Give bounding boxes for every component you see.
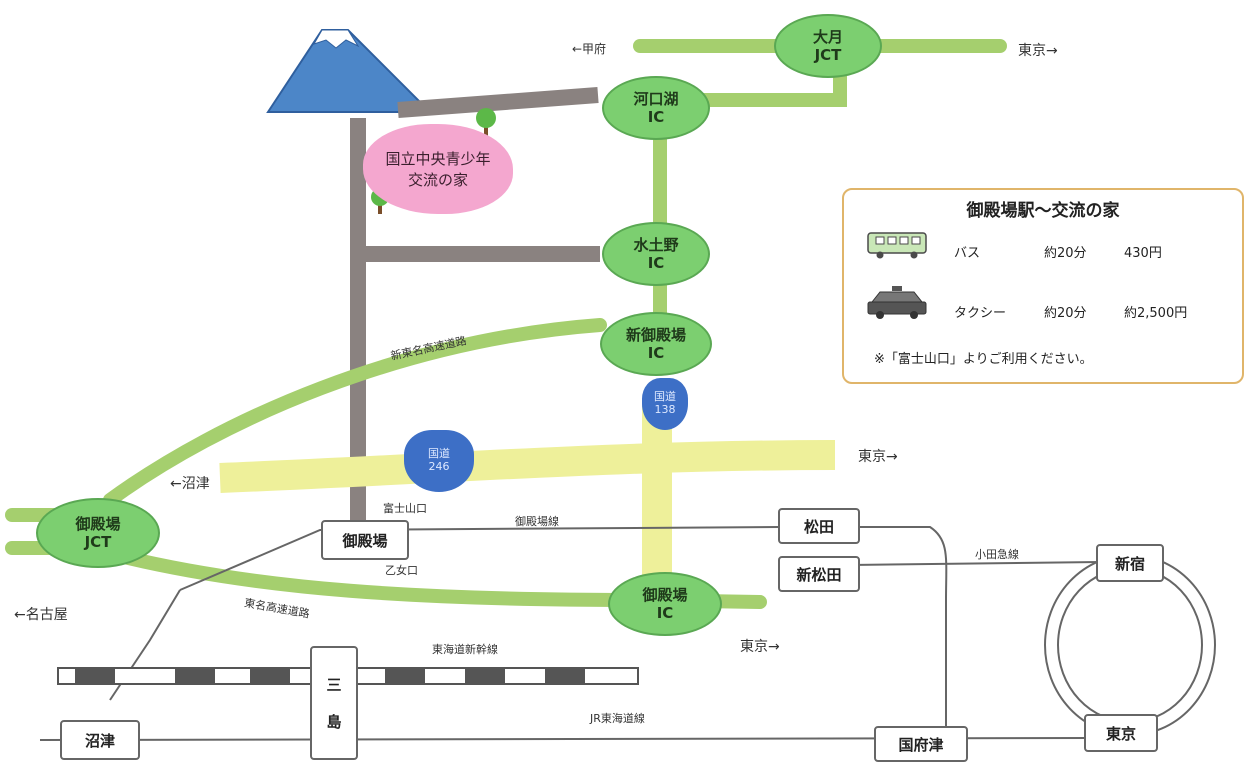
facility-name-line1: 国立中央青少年	[385, 150, 491, 168]
bus-mode: バス	[954, 246, 981, 261]
ic-type: IC	[656, 604, 674, 622]
station-shin-matsuda: 新松田	[778, 556, 860, 592]
facility-name-line2: 交流の家	[407, 171, 468, 189]
station-matsuda: 松田	[778, 508, 860, 544]
ic-name: 河口湖	[633, 90, 679, 108]
ic-type: IC	[647, 254, 665, 272]
ic-type: JCT	[84, 533, 112, 551]
label-jr-tokaido: JR東海道線	[590, 712, 645, 725]
gotemba-ic: 御殿場 IC	[608, 572, 722, 636]
shin-gotemba-ic: 新御殿場 IC	[600, 312, 712, 376]
direction-numazu: ←沼津	[170, 476, 210, 492]
taxi-fare: 約2,500円	[1124, 306, 1188, 321]
railways	[39, 526, 1216, 741]
legend-note: ※「富士山口」よりご利用ください。	[874, 352, 1093, 367]
station-kozu: 国府津	[874, 726, 968, 762]
bus-fare: 430円	[1124, 246, 1162, 261]
legend-title: 御殿場駅～交流の家	[966, 201, 1120, 221]
route-138-shield: 国道 138	[642, 378, 688, 430]
station-shinjuku: 新宿	[1096, 544, 1164, 582]
ic-name: 新御殿場	[625, 326, 686, 344]
direction-tokyo-top: 東京→	[1018, 43, 1058, 59]
suwano-ic: 水土野 IC	[602, 222, 710, 286]
taxi-mode: タクシー	[954, 306, 1007, 321]
taxi-time: 約20分	[1044, 306, 1087, 321]
shield-number: 246	[428, 460, 450, 473]
ic-type: IC	[647, 344, 665, 362]
shield-number: 138	[654, 403, 676, 416]
bus-time: 約20分	[1044, 246, 1087, 261]
direction-kofu: ←甲府	[572, 42, 607, 56]
label-fujiyamaguchi: 富士山口	[383, 502, 427, 515]
otsuki-jct: 大月 JCT	[774, 14, 882, 78]
label-otomeguchi: 乙女口	[385, 564, 418, 577]
facility-area: 国立中央青少年 交流の家	[363, 124, 513, 214]
national-roads	[219, 400, 836, 585]
station-gotemba: 御殿場	[321, 520, 409, 560]
station-tokyo: 東京	[1084, 714, 1158, 752]
access-legend: 御殿場駅～交流の家 バス 約20分 430円 タクシー 約20分 約2,500円…	[842, 188, 1244, 384]
mount-fuji-icon	[266, 29, 433, 113]
station-mishima: 三 島	[310, 646, 358, 760]
ic-name: 御殿場	[75, 515, 121, 533]
ic-name: 御殿場	[642, 586, 688, 604]
station-mishima-char1: 三	[326, 676, 342, 694]
ic-name: 大月	[812, 28, 843, 46]
station-mishima-char2: 島	[326, 713, 342, 731]
direction-tokyo-246: 東京→	[858, 449, 898, 465]
ic-type: IC	[647, 108, 665, 126]
direction-nagoya: ←名古屋	[14, 607, 68, 623]
ic-type: JCT	[814, 46, 842, 64]
shield-label: 国道	[654, 390, 676, 404]
label-gotemba-line: 御殿場線	[515, 515, 559, 528]
station-numazu: 沼津	[60, 720, 140, 760]
shield-label: 国道	[428, 447, 450, 461]
ic-name: 水土野	[633, 236, 679, 254]
label-shinkansen: 東海道新幹線	[432, 643, 498, 656]
route-246-shield: 国道 246	[404, 430, 474, 492]
gotemba-jct: 御殿場 JCT	[36, 498, 160, 568]
label-odakyu: 小田急線	[975, 548, 1019, 561]
direction-tokyo-tomei: 東京→	[740, 639, 780, 655]
taxi-icon	[867, 286, 927, 319]
local-roads	[350, 87, 600, 520]
bus-icon	[867, 232, 927, 259]
kawaguchiko-ic: 河口湖 IC	[602, 76, 710, 140]
